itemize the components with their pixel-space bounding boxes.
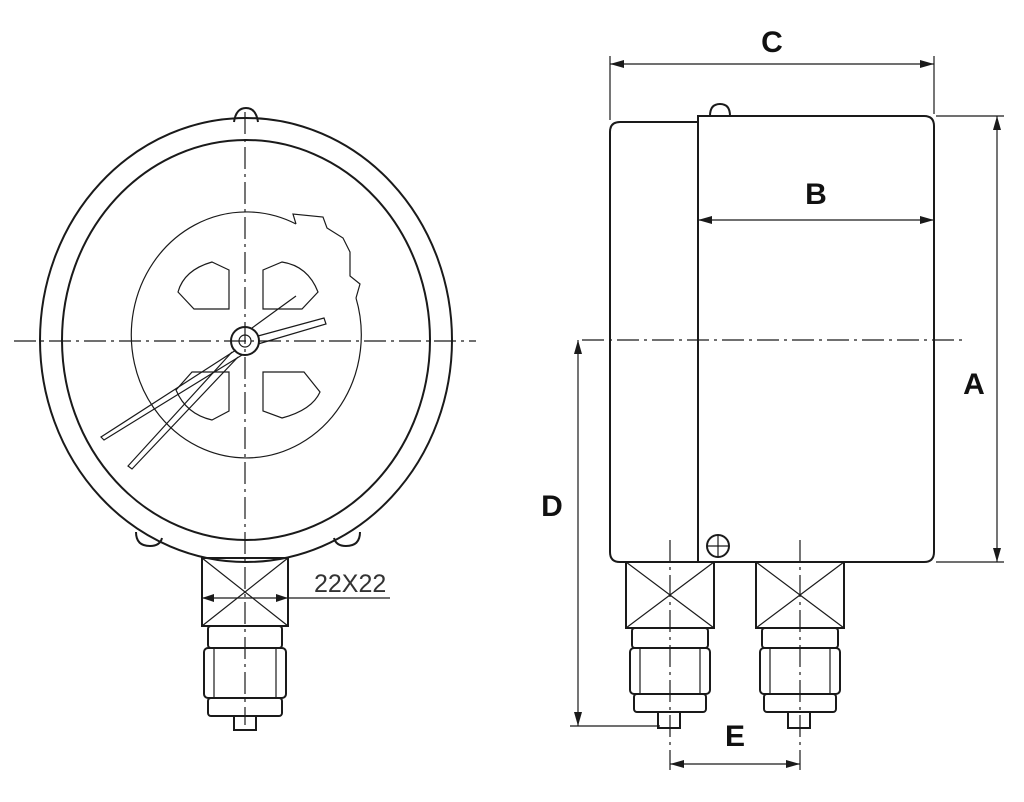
side-top-lug [709, 102, 731, 117]
front-contact-pointer [257, 317, 327, 345]
front-bottom-lug-left [135, 531, 163, 548]
side-case-back [609, 121, 699, 563]
front-petal-1 [177, 261, 230, 310]
front-bottom-lug-right [333, 531, 361, 548]
front-top-lug [233, 106, 259, 123]
front-contact-notch [292, 213, 361, 299]
dimension-a-label: A [963, 368, 985, 401]
front-petal-2 [262, 261, 319, 310]
hex-size-label: 22X22 [314, 570, 386, 598]
dimensions: C B A D E [541, 26, 1004, 768]
dimension-b-label: B [805, 178, 827, 211]
front-dial-ring [130, 211, 362, 459]
front-main-pointer [100, 349, 243, 441]
front-view: 22X22 [14, 106, 476, 731]
front-second-pointer [127, 351, 239, 470]
side-screw [706, 534, 730, 558]
dimension-c-label: C [761, 26, 783, 59]
front-bezel [61, 139, 431, 541]
dimension-e-label: E [725, 720, 745, 753]
front-outer-case [39, 117, 453, 563]
front-petal-4 [175, 371, 230, 421]
front-contact-arm [251, 295, 297, 329]
side-fitting-left-tip [657, 711, 681, 729]
dimension-d-label: D [541, 490, 563, 523]
front-fitting-tip [233, 715, 257, 731]
side-view [582, 102, 964, 770]
side-case-front [697, 115, 935, 563]
front-petal-3 [262, 371, 321, 419]
side-fitting-right-tip [787, 711, 811, 729]
